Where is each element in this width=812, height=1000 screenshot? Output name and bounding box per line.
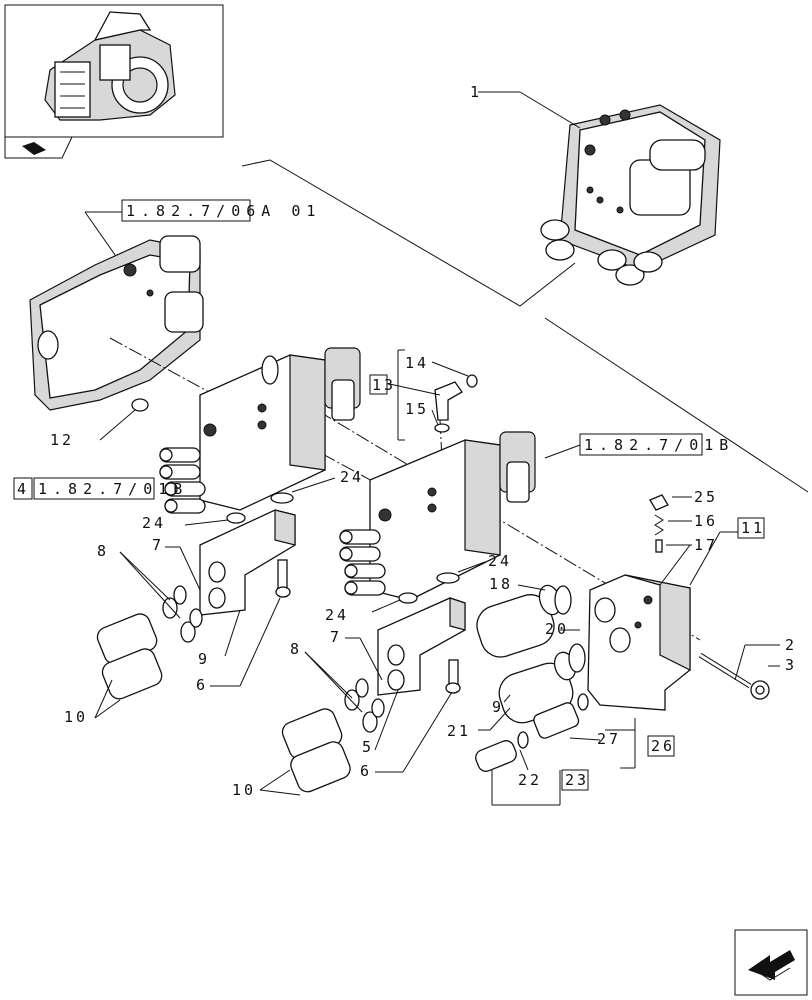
plug-22: [475, 731, 529, 772]
o-ring-24a: [270, 492, 294, 504]
leader-ref-top-b: [84, 211, 121, 263]
ref-box-left[interactable]: [33, 477, 155, 500]
boxed-label-26[interactable]: [647, 735, 675, 757]
o-ring-24c: [436, 572, 460, 584]
spring-16: [654, 514, 664, 536]
screw-6-upper: [275, 559, 291, 598]
label-part-23[interactable]: 23: [565, 771, 589, 789]
boxed-label-23[interactable]: [561, 769, 589, 791]
label-part-26[interactable]: 26: [651, 737, 675, 755]
thumbnail-panel[interactable]: [4, 4, 224, 159]
seal-12: [131, 398, 149, 412]
coupler-10-lower: [281, 678, 385, 793]
label-part-27: 27: [597, 730, 621, 748]
label-part-6a: 6: [196, 676, 208, 694]
label-part-15: 15: [405, 400, 429, 418]
next-page-arrow-icon[interactable]: [734, 929, 808, 996]
label-part-3: 3: [785, 656, 797, 674]
label-part-7a: 7: [152, 536, 164, 554]
label-part-25: 25: [694, 488, 718, 506]
label-part-8a: 8: [97, 542, 109, 560]
label-part-8b: 8: [290, 640, 302, 658]
label-part-6b: 6: [360, 762, 372, 780]
screw-6-lower: [445, 659, 461, 694]
label-part-20: 20: [545, 620, 569, 638]
ref-box-right[interactable]: [579, 433, 703, 456]
coupler-10-upper: [96, 585, 203, 700]
label-part-2: 2: [785, 636, 797, 654]
label-part-10b: 10: [232, 781, 256, 799]
boxed-label-13[interactable]: [369, 374, 388, 395]
valve-section-upper: [159, 347, 361, 514]
label-part-16: 16: [694, 512, 718, 530]
pin-17: [655, 539, 663, 553]
label-part-12: 12: [50, 431, 74, 449]
ref-top[interactable]: 1.82.7/06A 01: [126, 202, 321, 220]
label-part-22: 22: [518, 771, 542, 789]
o-ring-24d: [398, 592, 418, 604]
label-part-13[interactable]: 13: [372, 376, 396, 394]
adapter-block-lower: [377, 597, 466, 696]
valve-assembly-1: [540, 104, 721, 286]
o-ring-18: [554, 585, 572, 615]
housing-section: [29, 235, 204, 411]
ref-left[interactable]: 1.82.7/01B: [38, 480, 188, 498]
label-part-9a: 9: [198, 650, 210, 668]
ref-box-top[interactable]: [121, 199, 251, 222]
label-part-7b: 7: [330, 628, 342, 646]
label-part-10a: 10: [64, 708, 88, 726]
adapter-block-upper: [199, 509, 296, 616]
valve-section-lower: [339, 431, 536, 601]
label-part-21: 21: [447, 722, 471, 740]
label-part-24d: 24: [325, 606, 349, 624]
label-part-11[interactable]: 11: [741, 519, 765, 537]
boxed-label-11[interactable]: [737, 517, 765, 539]
callout-line-assembly: [241, 159, 576, 307]
label-part-14: 14: [405, 354, 429, 372]
ref-right[interactable]: 1.82.7/01B: [584, 436, 734, 454]
label-part-24a: 24: [340, 468, 364, 486]
plug-25: [649, 494, 669, 511]
o-ring-24b: [226, 512, 246, 524]
label-part-4[interactable]: 4: [17, 480, 29, 498]
o-ring-20: [568, 643, 586, 673]
leader-1b: [519, 91, 581, 129]
end-cover-11: [587, 574, 691, 711]
tractor-transmission-thumbnail: [44, 11, 176, 121]
callout-line-right: [544, 317, 809, 493]
label-part-17: 17: [694, 536, 718, 554]
folder-arrow-icon[interactable]: [4, 136, 73, 159]
label-part-1: 1: [470, 83, 482, 101]
label-part-5: 5: [362, 738, 374, 756]
fitting-26: [533, 693, 589, 739]
label-part-24c: 24: [488, 552, 512, 570]
label-part-19: 9: [492, 698, 504, 716]
cartridge-19: [476, 584, 562, 658]
elbow-fitting: [434, 374, 478, 433]
label-part-18: 18: [489, 575, 513, 593]
label-part-24b: 24: [142, 514, 166, 532]
boxed-label-4[interactable]: [13, 477, 33, 500]
